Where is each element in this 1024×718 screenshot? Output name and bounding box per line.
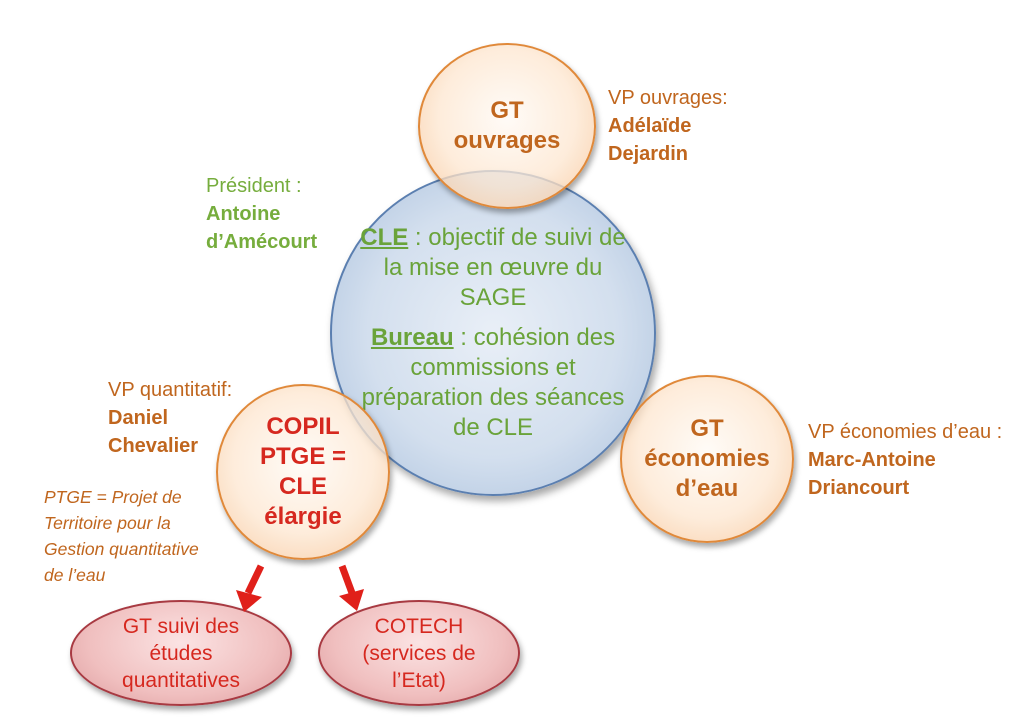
vp-ouvrages-label: VP ouvrages: Adélaïde Dejardin: [608, 84, 728, 168]
gt-ouvrages-line2: ouvrages: [453, 127, 561, 154]
ptge-note-line2: Territoire pour la: [44, 513, 171, 533]
vp-quantitatif-name-line1: Daniel: [108, 407, 169, 429]
ptge-note-line3: Gestion quantitative: [44, 539, 199, 559]
cotech-line2: (services de: [362, 641, 476, 665]
copil-circle: COPIL PTGE = CLE élargie: [216, 384, 390, 560]
vp-economies-label: VP économies d’eau : Marc-Antoine Drianc…: [808, 418, 1002, 502]
cotech-ellipse: COTECH (services de l’Etat): [318, 600, 520, 706]
vp-ouvrages-name-line2: Dejardin: [608, 143, 689, 165]
president-name-line1: Antoine: [206, 203, 281, 225]
cotech-line3: l’Etat): [392, 668, 446, 692]
gt-suivi-ellipse: GT suivi des études quantitatives: [70, 600, 292, 706]
president-title: Président :: [206, 175, 302, 197]
gt-suivi-line3: quantitatives: [122, 668, 240, 692]
cle-objective-text: CLE : objectif de suivi de la mise en œu…: [360, 223, 626, 313]
ptge-note-line4: de l’eau: [44, 565, 106, 585]
cle-description: : objectif de suivi de la mise en œuvre …: [383, 224, 626, 311]
gt-economies-circle: GT économies d’eau: [620, 375, 794, 543]
copil-line1: COPIL: [266, 413, 340, 440]
arrow-to-gt-suivi: [236, 564, 265, 612]
gt-economies-line1: GT: [690, 415, 724, 442]
copil-line2: PTGE =: [259, 443, 347, 470]
gt-ouvrages-line1: GT: [490, 97, 524, 124]
copil-line4: élargie: [264, 503, 342, 530]
vp-economies-name-line1: Marc-Antoine: [808, 449, 936, 471]
ptge-definition-note: PTGE = Projet de Territoire pour la Gest…: [44, 484, 244, 588]
ptge-note-line1: PTGE = Projet de: [44, 487, 182, 507]
arrow-to-cotech: [338, 564, 364, 611]
vp-economies-name-line2: Driancourt: [808, 477, 910, 499]
bureau-text: Bureau : cohésion des commissions et pré…: [360, 323, 626, 443]
bureau-description: : cohésion des commissions et préparatio…: [361, 324, 625, 441]
gt-economies-line2: économies: [644, 445, 770, 472]
vp-quantitatif-name-line2: Chevalier: [108, 435, 199, 457]
gt-suivi-line2: études: [149, 641, 213, 665]
copil-line3: CLE: [279, 473, 327, 500]
cle-title: CLE: [360, 224, 409, 251]
gt-suivi-line1: GT suivi des: [122, 614, 240, 638]
gt-ouvrages-circle: GT ouvrages: [418, 43, 596, 209]
vp-quantitatif-label: VP quantitatif: Daniel Chevalier: [108, 376, 232, 460]
president-label: Président : Antoine d’Amécourt: [206, 172, 317, 256]
cotech-line1: COTECH: [374, 614, 464, 638]
vp-economies-title: VP économies d’eau :: [808, 421, 1003, 443]
gt-economies-line3: d’eau: [675, 475, 739, 502]
bureau-title: Bureau: [370, 324, 454, 351]
vp-quantitatif-title: VP quantitatif:: [108, 379, 233, 401]
vp-ouvrages-title: VP ouvrages:: [608, 87, 728, 109]
vp-ouvrages-name-line1: Adélaïde: [608, 115, 692, 137]
president-name-line2: d’Amécourt: [206, 231, 318, 253]
